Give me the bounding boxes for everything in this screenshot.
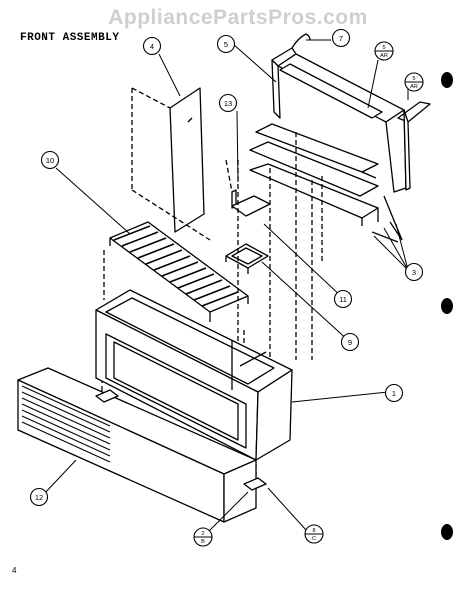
callout-circle-13 (218, 93, 238, 113)
part-9-box (225, 243, 269, 274)
clip-right (243, 477, 267, 491)
callout-circle-7 (331, 28, 351, 48)
binder-hole-middle (441, 298, 453, 314)
callout-circle-3 (404, 262, 424, 282)
callout-1: 1 (392, 389, 396, 398)
subcallout-top-b-sheet: AR (410, 84, 418, 90)
subcallout-top-a-number: 5 (382, 45, 385, 51)
callout-11: 11 (339, 295, 347, 304)
part-4-panel (131, 87, 211, 241)
watermark: AppliancePartsPros.com (108, 6, 368, 29)
callout-circle-5 (216, 34, 236, 54)
subcallout-bottom-b-sheet: C (312, 536, 316, 542)
part-10-grille (109, 221, 249, 322)
callout-7: 7 (339, 34, 343, 43)
subcallout-top-b-number: 5 (412, 76, 415, 82)
callout-10: 10 (46, 156, 54, 165)
callout-circle-4 (142, 36, 162, 56)
callout-circle-9 (340, 332, 360, 352)
part-12-front-panel (17, 367, 257, 523)
callout-12: 12 (35, 493, 43, 502)
part-13-bracket (225, 159, 271, 217)
part-1-chassis (95, 289, 293, 461)
callout-5: 5 (224, 40, 228, 49)
callout-circle-12 (29, 487, 49, 507)
callout-13: 13 (224, 99, 232, 108)
subcallout-bottom-a-number: 2 (201, 531, 204, 537)
part-5-frame (271, 33, 431, 193)
subcallout-bottom-a-sheet: B (201, 539, 205, 545)
binder-hole-bottom (441, 524, 453, 540)
clip-left (95, 389, 119, 403)
callout-circle-10 (40, 150, 60, 170)
binder-hole-top (441, 72, 453, 88)
subcallout-bottom-b-number: 8 (312, 528, 315, 534)
callout-4: 4 (150, 42, 154, 51)
callout-9: 9 (348, 338, 352, 347)
callout-3: 3 (412, 268, 416, 277)
subcallout-top-a-sheet: AR (380, 53, 388, 59)
part-3-strips (249, 123, 403, 243)
callout-circle-11 (333, 289, 353, 309)
leader-lines (43, 39, 409, 533)
callout-circle-1 (384, 383, 404, 403)
page-number: 4 (12, 566, 17, 575)
diagram-title: FRONT ASSEMBLY (20, 32, 120, 44)
